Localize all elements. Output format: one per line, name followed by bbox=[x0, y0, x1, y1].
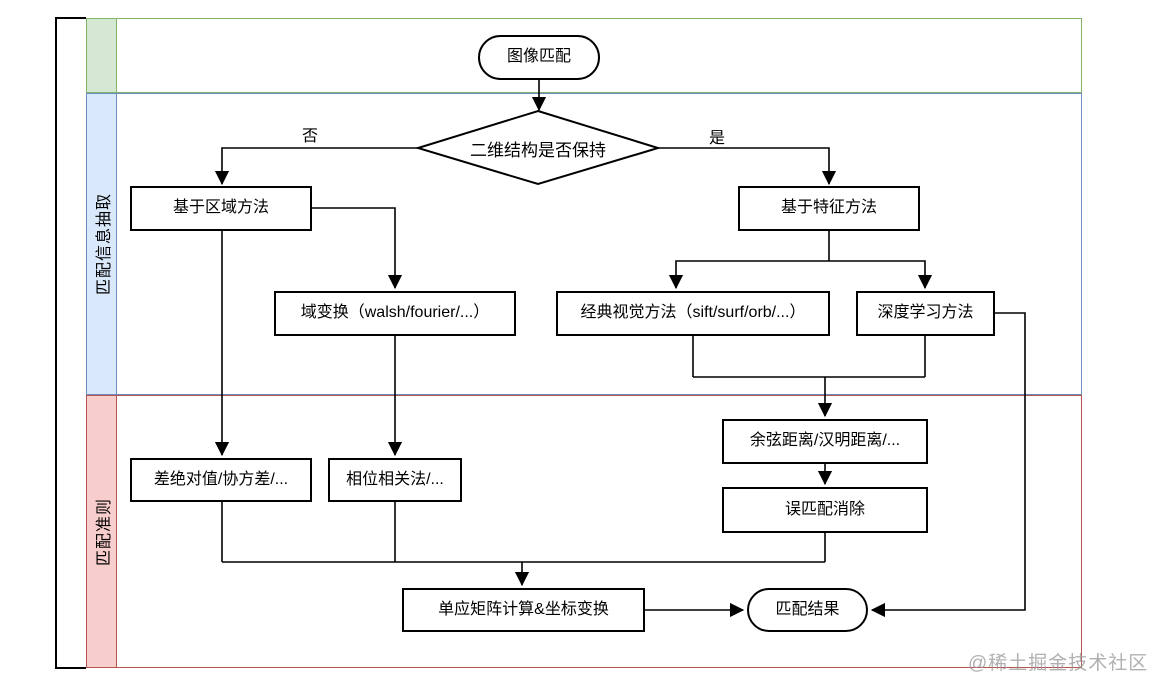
node-deep-learning: 深度学习方法 bbox=[856, 291, 995, 336]
edge-label-no: 否 bbox=[302, 128, 319, 145]
edge-label-yes: 是 bbox=[709, 130, 726, 147]
watermark: @稀土掘金技术社区 bbox=[968, 653, 1149, 674]
lane-criteria-title-cell: 匹配准则 bbox=[87, 396, 117, 667]
node-result: 匹配结果 bbox=[747, 588, 868, 632]
node-phase-correlation-label: 相位相关法/... bbox=[346, 470, 444, 488]
lane-match-criteria: 匹配准则 bbox=[86, 395, 1082, 668]
node-abs-diff: 差绝对值/协方差/... bbox=[130, 458, 312, 502]
node-start-label: 图像匹配 bbox=[506, 48, 571, 66]
node-region-based: 基于区域方法 bbox=[130, 186, 312, 231]
node-homography-label: 单应矩阵计算&坐标变换 bbox=[438, 600, 609, 618]
node-distance: 余弦距离/汉明距离/... bbox=[722, 419, 928, 464]
node-abs-diff-label: 差绝对值/协方差/... bbox=[153, 470, 289, 488]
node-mismatch-removal: 误匹配消除 bbox=[722, 487, 928, 533]
node-deep-learning-label: 深度学习方法 bbox=[877, 304, 974, 322]
node-domain-transform: 域变换（walsh/fourier/...） bbox=[274, 291, 516, 336]
node-domain-transform-label: 域变换（walsh/fourier/...） bbox=[300, 304, 490, 322]
node-feature-based-label: 基于特征方法 bbox=[780, 199, 877, 217]
lane-match-info-extraction: 匹配信息抽取 bbox=[86, 93, 1082, 395]
node-result-label: 匹配结果 bbox=[775, 600, 840, 618]
node-classic-vision: 经典视觉方法（sift/surf/orb/...） bbox=[556, 291, 830, 336]
node-homography: 单应矩阵计算&坐标变换 bbox=[402, 588, 645, 632]
node-feature-based: 基于特征方法 bbox=[738, 186, 920, 231]
node-region-based-label: 基于区域方法 bbox=[172, 199, 269, 217]
lane-header-title-cell bbox=[87, 19, 117, 92]
lane-header bbox=[86, 18, 1082, 93]
node-mismatch-removal-label: 误匹配消除 bbox=[784, 500, 865, 518]
node-classic-vision-label: 经典视觉方法（sift/surf/orb/...） bbox=[580, 304, 806, 322]
node-distance-label: 余弦距离/汉明距离/... bbox=[749, 432, 901, 450]
lane-extract-label: 匹配信息抽取 bbox=[95, 192, 113, 296]
lane-extract-title-cell: 匹配信息抽取 bbox=[87, 94, 117, 394]
node-start: 图像匹配 bbox=[478, 35, 600, 80]
lane-criteria-label: 匹配准则 bbox=[95, 497, 113, 566]
pool-bracket bbox=[55, 17, 86, 669]
node-phase-correlation: 相位相关法/... bbox=[328, 458, 462, 502]
